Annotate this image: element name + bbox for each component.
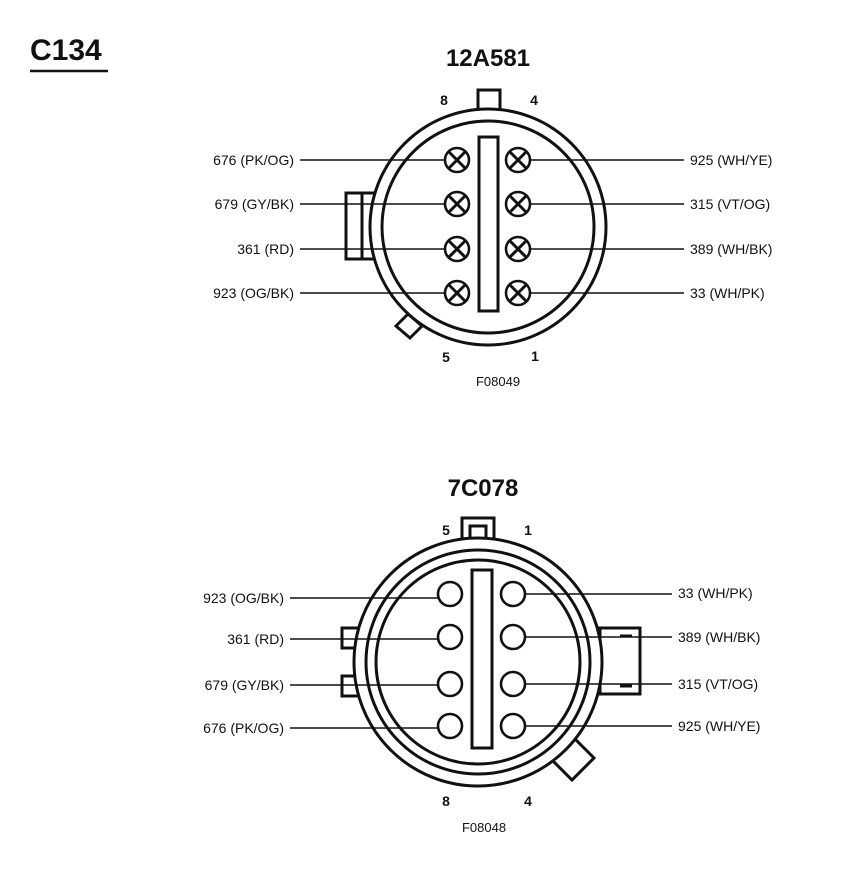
top-connector: 12A581 xyxy=(213,45,772,389)
bottom-pin-cavity xyxy=(499,712,527,740)
top-pin-cavity xyxy=(443,190,471,218)
wire-label: 33 (WH/PK) xyxy=(690,285,765,301)
wire-label: 33 (WH/PK) xyxy=(678,585,753,601)
top-pin-cavity xyxy=(443,279,471,307)
wire-label: 389 (WH/BK) xyxy=(678,629,760,645)
pin-number: 4 xyxy=(524,793,532,809)
bottom-pin-cavity xyxy=(499,623,527,651)
bottom-inner-shell xyxy=(374,558,582,766)
pin-number: 4 xyxy=(530,92,538,108)
bottom-pin-cavity xyxy=(499,670,527,698)
wire-label: 676 (PK/OG) xyxy=(203,720,284,736)
figure-code: F08048 xyxy=(462,820,506,835)
top-leader-lines xyxy=(300,159,684,294)
top-pin-cavity xyxy=(443,146,471,174)
connector-id-title: C134 xyxy=(30,34,102,67)
top-pin-cavity xyxy=(443,235,471,263)
bottom-center-divider xyxy=(470,568,494,750)
top-pin-cavity xyxy=(504,279,532,307)
pin-number: 8 xyxy=(440,92,448,108)
wire-label: 679 (GY/BK) xyxy=(215,196,294,212)
bottom-pin-cavity xyxy=(436,670,464,698)
bottom-pin-cavity xyxy=(436,712,464,740)
pin-number: 5 xyxy=(442,349,450,365)
bottom-pin-cavity xyxy=(436,580,464,608)
pin-number: 1 xyxy=(524,522,532,538)
wire-label: 361 (RD) xyxy=(227,631,284,647)
wire-label: 925 (WH/YE) xyxy=(690,152,772,168)
top-part-number: 12A581 xyxy=(446,45,530,72)
wire-label: 315 (VT/OG) xyxy=(678,676,758,692)
bottom-pin-cavity xyxy=(499,580,527,608)
bottom-pin-cavity xyxy=(436,623,464,651)
pin-number: 5 xyxy=(442,522,450,538)
wire-label: 389 (WH/BK) xyxy=(690,241,772,257)
figure-code: F08049 xyxy=(476,374,520,389)
wire-label: 923 (OG/BK) xyxy=(203,590,284,606)
bottom-mid-shell xyxy=(364,548,592,776)
bottom-leader-lines xyxy=(290,593,672,729)
wire-label: 925 (WH/YE) xyxy=(678,718,760,734)
pin-number: 8 xyxy=(442,793,450,809)
wire-label: 361 (RD) xyxy=(237,241,294,257)
top-center-divider xyxy=(477,135,500,313)
wire-label: 315 (VT/OG) xyxy=(690,196,770,212)
wire-label: 923 (OG/BK) xyxy=(213,285,294,301)
top-pin-cavity xyxy=(504,235,532,263)
pin-number: 1 xyxy=(531,348,539,364)
bottom-right-latch xyxy=(598,626,642,696)
bottom-pin-cavities xyxy=(436,580,527,740)
wire-label: 679 (GY/BK) xyxy=(205,677,284,693)
bottom-connector: 7C078 xyxy=(203,475,760,835)
wire-label: 676 (PK/OG) xyxy=(213,152,294,168)
bottom-part-number: 7C078 xyxy=(448,475,519,502)
top-pin-cavity xyxy=(504,146,532,174)
top-inner-shell xyxy=(380,119,596,335)
top-pin-cavity xyxy=(504,190,532,218)
